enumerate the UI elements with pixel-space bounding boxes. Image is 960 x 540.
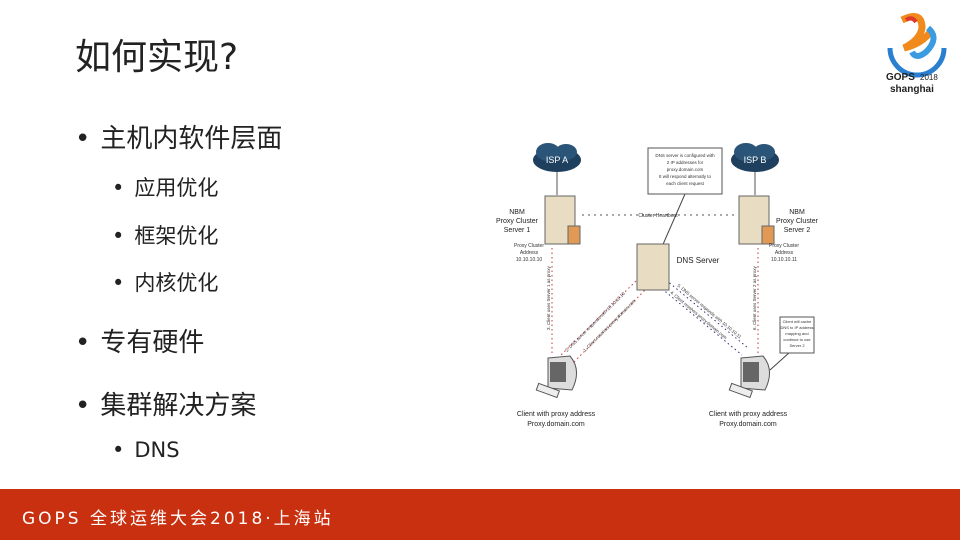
bullet-software: 主机内软件层面 <box>75 118 282 155</box>
server-1-icon <box>544 195 581 245</box>
slide-title: 如何实现? <box>75 37 239 78</box>
bullet-framework-opt: 框架优化 <box>112 220 218 250</box>
bullet-cluster: 集群解决方案 <box>75 385 256 422</box>
client-2-computer-icon <box>728 355 770 399</box>
step6-label: 6. Client uses Server 2 as proxy <box>752 265 757 330</box>
dns-server-label: DNS Server <box>677 256 720 265</box>
logo-brand: GOPS <box>886 72 915 83</box>
client-1-computer-icon <box>535 355 577 399</box>
svg-text:ISP A: ISP A <box>546 155 568 165</box>
gops-logo: GOPS 2018 shanghai <box>882 8 952 96</box>
logo-city: shanghai <box>890 84 934 95</box>
logo-year: 2018 <box>920 73 938 82</box>
step3-label: 3. Client uses Server 1 as proxy <box>546 265 551 330</box>
bullet-dns: DNS <box>112 438 179 462</box>
isp-a-cloud: ISP A <box>533 143 581 172</box>
footer-bar: GOPS 全球运维大会2018·上海站 <box>0 489 960 540</box>
bullet-kernel-opt: 内核优化 <box>112 267 218 297</box>
bullet-hardware: 专有硬件 <box>75 322 204 359</box>
dns-server-icon <box>636 243 670 291</box>
heartbeat-label: Cluster Heartbeat <box>638 213 678 219</box>
bullet-app-opt: 应用优化 <box>112 172 218 202</box>
server-2-icon <box>738 195 775 245</box>
svg-text:ISP B: ISP B <box>744 155 767 165</box>
footer-text: GOPS 全球运维大会2018·上海站 <box>22 509 334 529</box>
isp-b-cloud: ISP B <box>731 143 779 172</box>
